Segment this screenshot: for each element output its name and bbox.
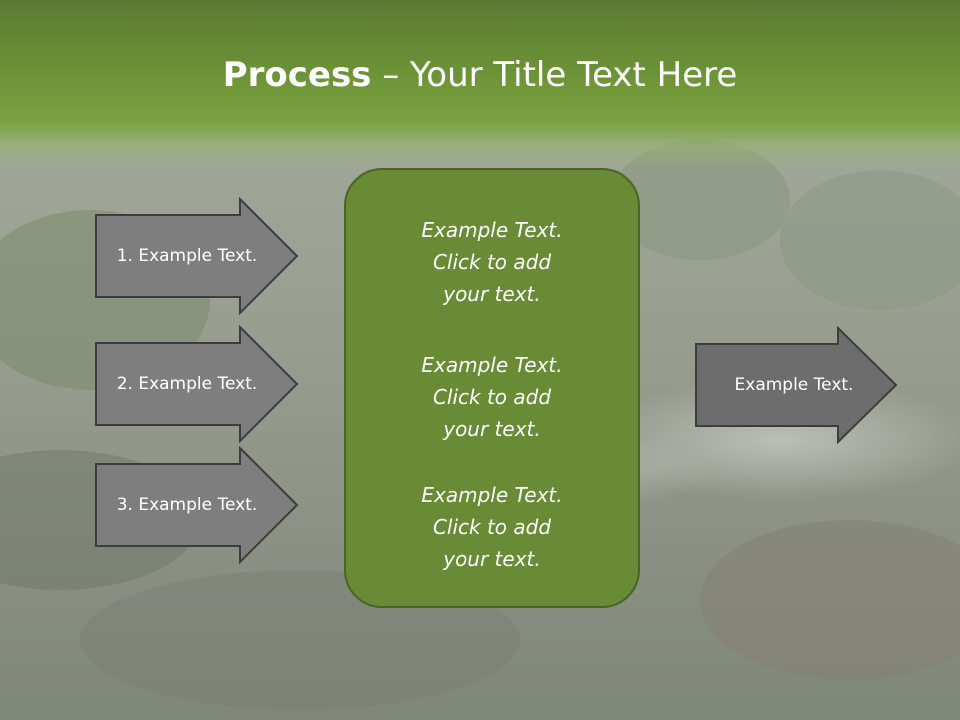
title-rest: – Your Title Text Here	[371, 55, 738, 95]
step-arrow-label: 3. Example Text.	[116, 495, 258, 515]
arrow-shape	[695, 326, 898, 444]
center-text-block-1: Example Text. Click to add your text.	[346, 214, 638, 310]
center-text-line: Example Text.	[421, 218, 563, 242]
arrow-shape	[95, 325, 299, 443]
center-process-box[interactable]: Example Text. Click to add your text. Ex…	[344, 168, 640, 608]
step-arrow-1[interactable]: 1. Example Text.	[94, 197, 300, 315]
result-arrow-label: Example Text.	[734, 375, 854, 395]
center-text-line: your text.	[443, 417, 541, 441]
center-text-line: Click to add	[432, 250, 552, 274]
step-arrow-label: 2. Example Text.	[116, 374, 258, 394]
step-arrow-3[interactable]: 3. Example Text.	[94, 446, 300, 564]
center-text-line: your text.	[443, 282, 541, 306]
result-arrow[interactable]: Example Text.	[694, 326, 900, 444]
arrow-shape	[95, 446, 299, 564]
center-text-line: Click to add	[432, 385, 552, 409]
center-text-line: Click to add	[432, 515, 552, 539]
step-arrow-2[interactable]: 2. Example Text.	[94, 325, 300, 443]
slide-title: Process – Your Title Text Here	[0, 52, 960, 98]
arrow-shape	[95, 197, 299, 315]
center-text-line: Example Text.	[421, 353, 563, 377]
title-banner	[0, 0, 960, 170]
step-arrow-label: 1. Example Text.	[116, 246, 258, 266]
center-text-block-3: Example Text. Click to add your text.	[346, 479, 638, 575]
center-text-line: Example Text.	[421, 483, 563, 507]
center-text-line: your text.	[443, 547, 541, 571]
title-bold: Process	[222, 55, 372, 95]
center-text-block-2: Example Text. Click to add your text.	[346, 349, 638, 445]
